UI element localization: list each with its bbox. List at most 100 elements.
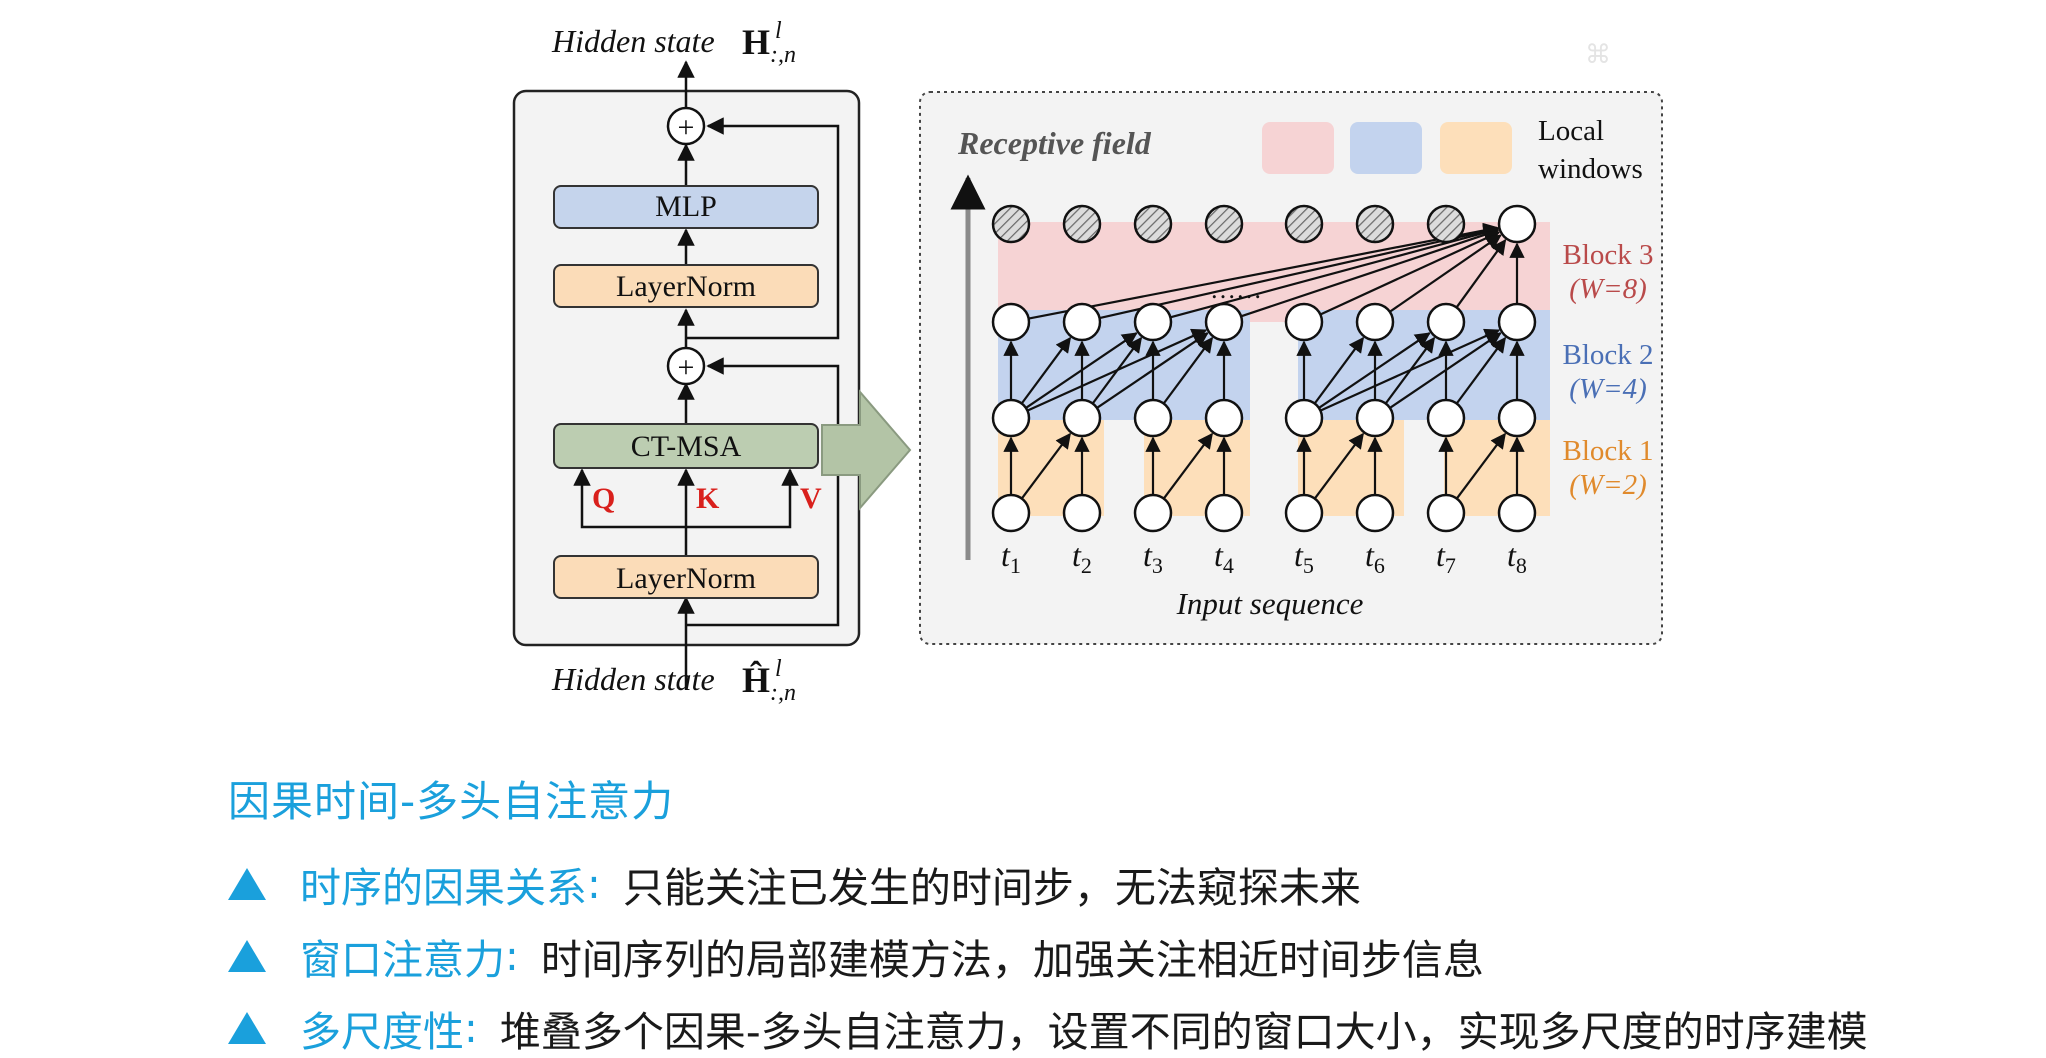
legend-swatch-orange: [1440, 122, 1512, 174]
node: [1355, 302, 1395, 342]
layernorm-bottom-label: LayerNorm: [616, 562, 756, 595]
hatched-node: [1284, 204, 1324, 244]
bullet-multiscale: 多尺度性:堆叠多个因果-多头自注意力，设置不同的窗口大小，实现多尺度的时序建模: [228, 998, 1868, 1058]
bullet-sep: :: [505, 932, 519, 980]
output-node: [1497, 204, 1537, 244]
expand-arrow: [821, 389, 912, 511]
ctmsa-box: [553, 423, 819, 469]
node: [1426, 493, 1466, 533]
hatched-node: [1133, 204, 1173, 244]
mlp-box: [553, 185, 819, 229]
node: [1133, 398, 1173, 438]
bullet-text: 时间序列的局部建模方法，加强关注相近时间步信息: [540, 936, 1484, 984]
top-hidden-state-label: Hidden state: [551, 23, 715, 59]
legend-swatch-pink: [1262, 122, 1334, 174]
time-step-label: t1: [1001, 537, 1021, 578]
v-label: V: [800, 482, 822, 515]
architecture-diagram: Hidden state H l :,n + + MLP LayerNorm C…: [512, 18, 1663, 706]
residual-path-upper: [686, 117, 840, 340]
node: [991, 493, 1031, 533]
edge-block2: [1025, 332, 1138, 409]
edge-block2: [1020, 336, 1072, 405]
bullet-key: 多尺度性: [300, 1008, 464, 1056]
edge-block1: [1162, 432, 1213, 500]
time-step-label: t8: [1507, 537, 1527, 578]
hatched-node: [1062, 204, 1102, 244]
time-step-label: t5: [1294, 537, 1314, 578]
node: [1062, 398, 1102, 438]
node-grid: [991, 204, 1537, 533]
layernorm-bottom-box: [553, 555, 819, 599]
node: [1284, 493, 1324, 533]
layernorm-top-label: LayerNorm: [616, 270, 756, 303]
time-step-label: t6: [1365, 537, 1385, 578]
time-step-label: t3: [1143, 537, 1163, 578]
hatched-node: [1355, 204, 1395, 244]
node: [991, 398, 1031, 438]
node: [1062, 493, 1102, 533]
edge-block2: [1096, 332, 1209, 409]
legend-label-line1: Local: [1538, 115, 1604, 147]
node: [1284, 302, 1324, 342]
bottom-hidden-state-label: Hidden state: [551, 661, 715, 697]
hatched-node: [991, 204, 1031, 244]
bullet-text: 堆叠多个因果-多头自注意力，设置不同的窗口大小，实现多尺度的时序建模: [499, 1008, 1868, 1056]
node: [1497, 302, 1537, 342]
edge-block3: [1240, 227, 1500, 318]
edge-block3: [1099, 223, 1499, 320]
add-node-top: [666, 106, 706, 146]
edge-block1: [1020, 432, 1071, 500]
edge-block2: [1026, 328, 1208, 412]
q-arrow: [573, 468, 686, 529]
watermark-logo: ⌘: [1585, 40, 1611, 70]
input-sequence-label: Input sequence: [1176, 586, 1364, 621]
edge-block3: [1455, 238, 1507, 309]
bottom-superscript: l: [775, 656, 782, 682]
edge-block1: [1313, 432, 1364, 500]
bullet-key: 时序的因果关系: [300, 864, 587, 912]
triangle-bullet-icon: [228, 868, 266, 900]
triangle-bullet-icon: [228, 940, 266, 972]
v-arrow: [686, 468, 799, 529]
top-superscript: l: [775, 18, 782, 44]
time-step-label: t7: [1436, 537, 1456, 578]
node: [1204, 302, 1244, 342]
block3-window: (W=8): [1569, 273, 1647, 305]
q-label: Q: [592, 482, 615, 515]
bullet-window: 窗口注意力:时间序列的局部建模方法，加强关注相近时间步信息: [228, 926, 1484, 986]
node: [1204, 398, 1244, 438]
top-hidden-state-symbol: H: [742, 22, 770, 62]
edge-block2: [1162, 336, 1214, 405]
add-node-bottom: [666, 346, 706, 386]
edge-block2: [1313, 336, 1365, 405]
bullet-causal: 时序的因果关系: 只能关注已发生的时间步，无法窥探未来: [228, 854, 1361, 914]
edge-block3: [1170, 225, 1500, 319]
legend-swatch-blue: [1350, 122, 1422, 174]
node: [1355, 493, 1395, 533]
node: [1133, 302, 1173, 342]
block1-label: Block 1: [1562, 435, 1653, 467]
hatched-node: [1204, 204, 1244, 244]
k-label: K: [696, 482, 720, 515]
node: [1497, 398, 1537, 438]
edge-block3: [1389, 234, 1502, 313]
block2-window: (W=4): [1569, 373, 1647, 405]
section-title: 因果时间-多头自注意力: [228, 777, 675, 826]
bullet-text: 只能关注已发生的时间步，无法窥探未来: [622, 864, 1361, 912]
bullet-sep: :: [587, 860, 601, 908]
node: [1355, 398, 1395, 438]
receptive-field-label: Receptive field: [957, 125, 1152, 161]
node: [1426, 398, 1466, 438]
ellipsis-label: ……: [1210, 275, 1262, 304]
block1-window: (W=2): [1569, 469, 1647, 501]
edge-block2: [1389, 332, 1502, 409]
edge-block1: [1455, 432, 1506, 500]
bottom-hidden-state-symbol: Ĥ: [742, 660, 770, 700]
top-subscript: :,n: [770, 42, 796, 68]
edge-block2: [1318, 332, 1431, 409]
triangle-bullet-icon: [228, 1012, 266, 1044]
edge-block2: [1319, 328, 1501, 412]
ctmsa-label: CT-MSA: [631, 430, 742, 463]
